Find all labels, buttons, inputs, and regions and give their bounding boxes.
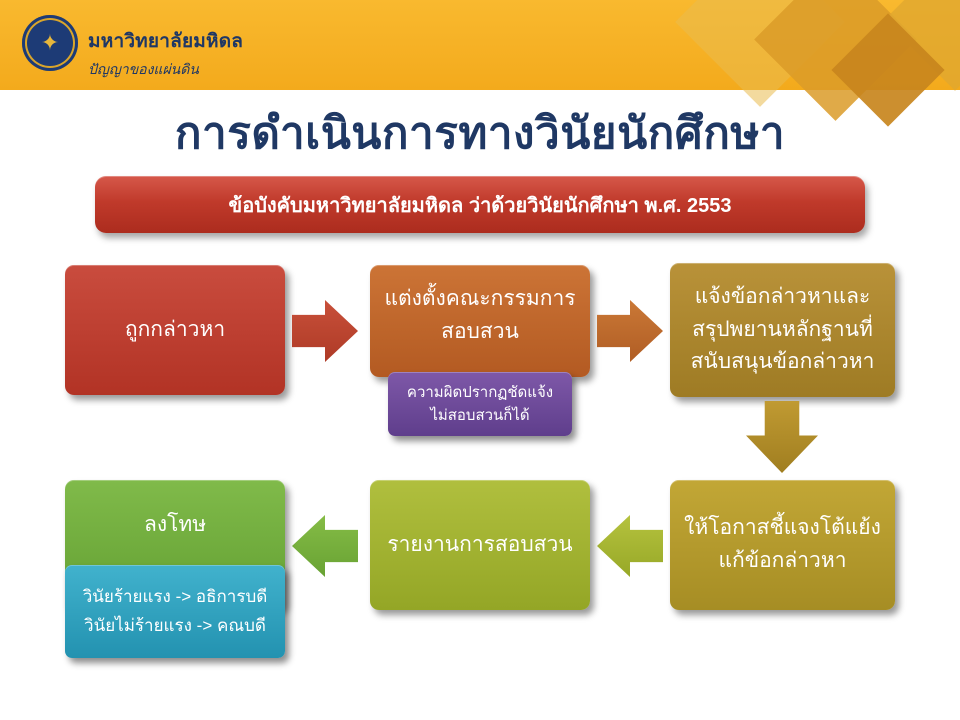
step-label: แจ้งข้อกล่าวหาและ [694,285,871,309]
step-punish-note: วินัยร้ายแรง -> อธิการบดี วินัยไม่ร้ายแร… [65,565,285,658]
step-label: ให้โอกาสชี้แจงโต้แย้ง [684,516,881,540]
mahidol-emblem-icon: ✦ [40,30,60,55]
step-label: สอบสวน [441,319,519,343]
arrow-left-icon [292,515,358,577]
note-line: วินัยไม่ร้ายแรง -> คณบดี [84,615,266,635]
step-label: แก้ข้อกล่าวหา [718,549,847,572]
note-line: ไม่สอบสวนก็ได้ [430,407,530,424]
university-name: มหาวิทยาลัยมหิดล [88,31,244,52]
step-opportunity-box: ให้โอกาสชี้แจงโต้แย้ง แก้ข้อกล่าวหา [670,480,895,610]
arrow-right-icon [292,300,358,362]
step-committee-box: แต่งตั้งคณะกรรมการ สอบสวน [370,265,590,377]
step-accused-box: ถูกกล่าวหา [65,265,285,395]
arrow-down-icon [746,401,818,473]
note-line: ความผิดปรากฏชัดแจ้ง [406,383,554,401]
step-label: รายงานการสอบสวน [387,532,573,556]
step-label: สรุปพยานหลักฐานที่ [692,317,873,341]
step-report-box: รายงานการสอบสวน [370,480,590,610]
page-title: การดำเนินการทางวินัยนักศึกษา [174,109,786,158]
regulation-banner: ข้อบังคับมหาวิทยาลัยมหิดล ว่าด้วยวินัยนั… [95,176,865,233]
step-label: ถูกกล่าวหา [124,317,226,341]
mahidol-logo: ✦ [22,15,78,71]
step-label: แต่งตั้งคณะกรรมการ [384,287,576,310]
step-label: สนับสนุนข้อกล่าวหา [690,350,875,374]
university-identity: มหาวิทยาลัยมหิดล ปัญญาของแผ่นดิน [88,26,243,81]
university-motto: ปัญญาของแผ่นดิน [88,63,199,78]
header-bar: ✦ มหาวิทยาลัยมหิดล ปัญญาของแผ่นดิน [0,0,960,127]
arrow-left-icon [597,515,663,577]
note-line: วินัยร้ายแรง -> อธิการบดี [82,587,268,607]
step-label: ลงโทษ [143,512,207,536]
regulation-banner-label: ข้อบังคับมหาวิทยาลัยมหิดล ว่าด้วยวินัยนั… [228,194,732,217]
arrow-right-icon [597,300,663,362]
step-notify-charges-box: แจ้งข้อกล่าวหาและ สรุปพยานหลักฐานที่ สนั… [670,263,895,397]
step-committee-note: ความผิดปรากฏชัดแจ้ง ไม่สอบสวนก็ได้ [388,372,572,436]
